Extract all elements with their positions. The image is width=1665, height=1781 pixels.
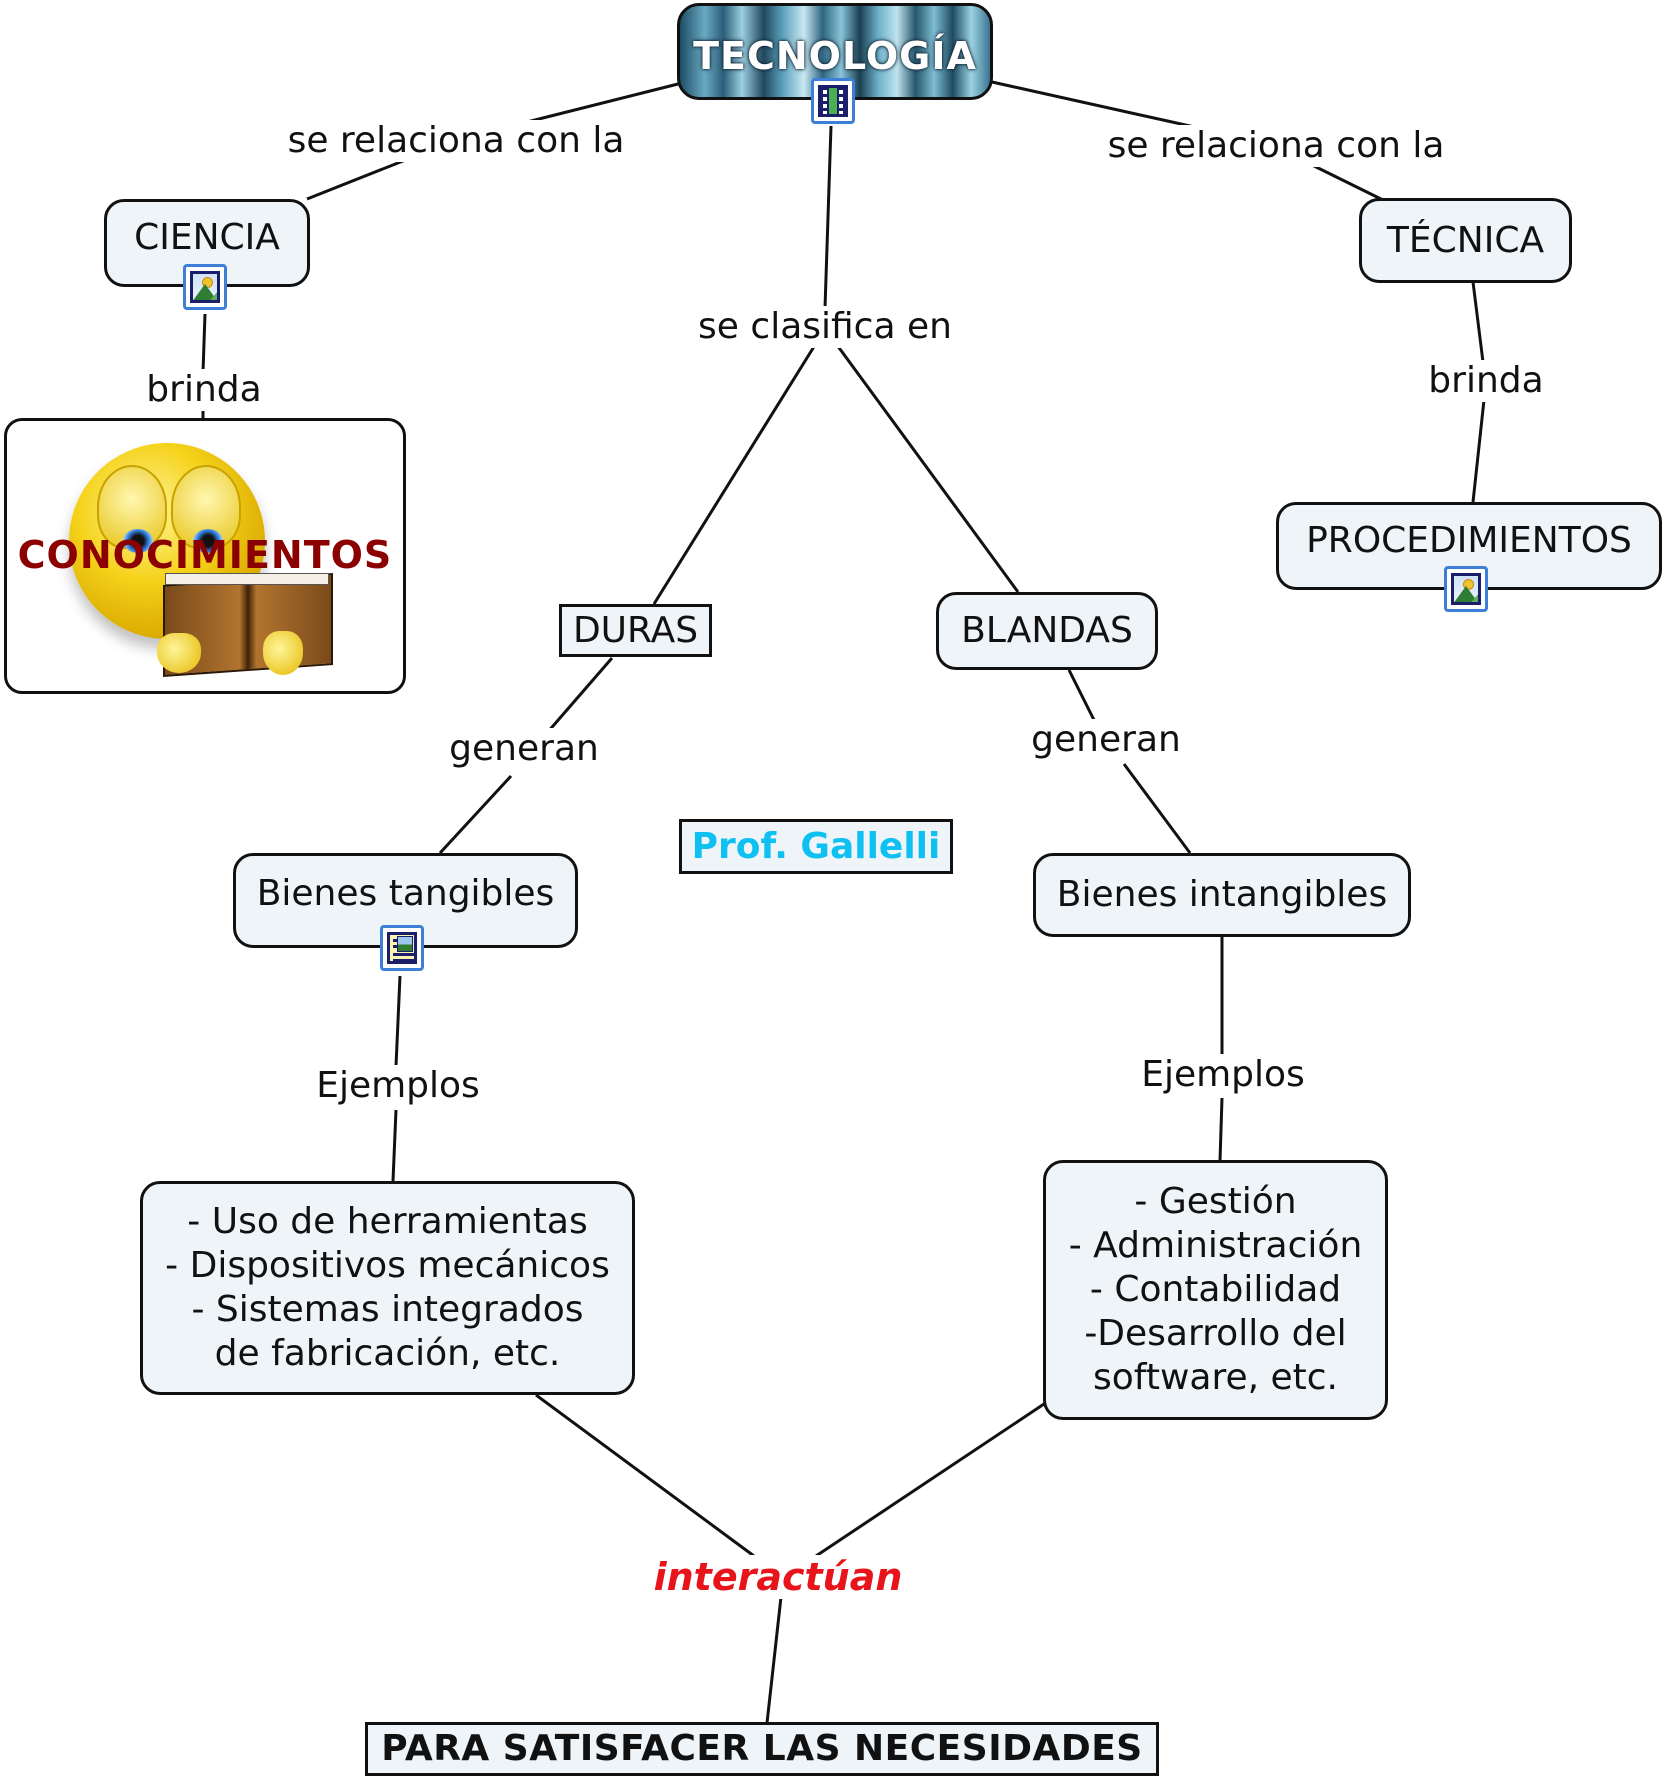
examples-intangibles[interactable]: - Gestión - Administración - Contabilida… [1043,1160,1388,1420]
link-label-generan-blandas: generan [1027,719,1185,761]
link-line [823,125,833,309]
link-label-generan-duras: generan [445,728,603,770]
example-item: - Sistemas integrados [191,1289,584,1330]
concept-bienes-intangibles[interactable]: Bienes intangibles [1033,853,1411,937]
example-item: software, etc. [1093,1357,1338,1398]
example-item: - Contabilidad [1089,1269,1342,1310]
link-line [1067,669,1100,729]
document-image-icon[interactable] [380,925,424,971]
image-icon[interactable] [183,264,227,310]
film-icon[interactable] [811,78,855,124]
link-line [391,1109,398,1182]
concept-tecnica-label: TÉCNICA [1386,219,1545,261]
link-line [201,313,207,373]
link-line [652,344,817,605]
concept-bienes-intangibles-label: Bienes intangibles [1056,874,1388,915]
link-line [438,774,513,855]
link-line [538,657,614,742]
concept-conocimientos-label: CONOCIMIENTOS [17,533,393,577]
link-label-interactuan: interactúan [649,1555,907,1599]
link-label-relaciona-tecnica: se relaciona con la [1103,125,1449,167]
example-item: de fabricación, etc. [214,1333,561,1374]
concept-conocimientos[interactable]: CONOCIMIENTOS [4,418,406,694]
link-line [394,975,402,1067]
author-label: Prof. Gallelli [679,819,953,874]
link-label-brinda-ciencia: brinda [142,369,266,411]
example-item: - Uso de herramientas [187,1201,588,1242]
link-line [1309,162,1384,202]
link-line [991,80,1200,130]
concept-blandas[interactable]: BLANDAS [936,592,1158,670]
link-line [526,82,679,124]
example-item: -Desarrollo del [1084,1313,1347,1354]
concept-necesidades[interactable]: PARA SATISFACER LAS NECESIDADES [365,1722,1159,1776]
example-item: - Dispositivos mecánicos [165,1245,610,1286]
link-line [1122,763,1192,854]
author-name: Prof. Gallelli [691,825,941,867]
concept-duras-label: DURAS [572,609,699,651]
link-line [1471,399,1486,503]
concept-necesidades-label: PARA SATISFACER LAS NECESIDADES [381,1728,1143,1769]
link-line [535,1393,755,1558]
link-line [1471,281,1485,363]
link-line [815,1402,1045,1558]
link-label-relaciona-ciencia: se relaciona con la [283,120,629,162]
link-label-ejemplos-intangibles: Ejemplos [1137,1054,1309,1096]
examples-tangibles[interactable]: - Uso de herramientas - Dispositivos mec… [140,1181,635,1395]
image-icon[interactable] [1444,566,1488,612]
concept-duras[interactable]: DURAS [559,604,712,657]
link-line [835,344,1020,593]
example-item: - Gestión [1134,1181,1297,1222]
link-line [765,1596,783,1724]
link-label-brinda-tecnica: brinda [1424,360,1548,402]
concept-tecnica[interactable]: TÉCNICA [1359,198,1572,283]
concept-blandas-label: BLANDAS [961,610,1133,651]
example-item: - Administración [1068,1225,1363,1266]
link-label-ejemplos-tangibles: Ejemplos [312,1065,484,1107]
reading-smiley-image [65,443,355,683]
link-line [1218,1097,1224,1162]
concept-ciencia-label: CIENCIA [134,217,280,258]
concept-bienes-tangibles-label: Bienes tangibles [256,873,555,914]
concept-tecnologia-label: TECNOLOGÍA [693,34,977,78]
link-line [306,157,409,201]
concept-procedimientos-label: PROCEDIMIENTOS [1306,520,1632,561]
link-label-clasifica: se clasifica en [694,306,956,348]
